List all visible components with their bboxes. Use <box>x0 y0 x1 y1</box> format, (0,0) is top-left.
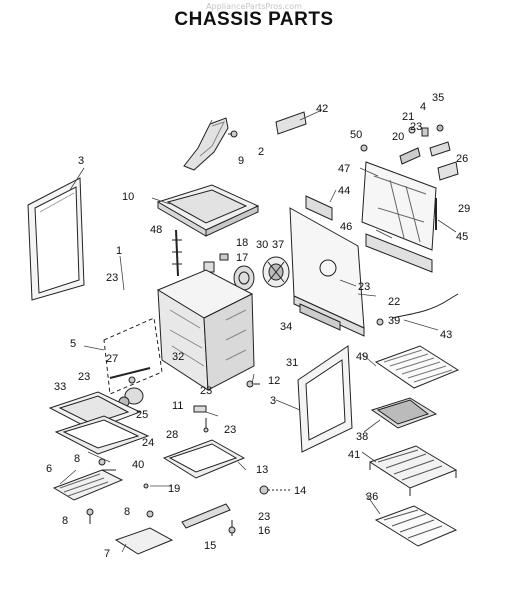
callout-41[interactable]: 41 <box>348 449 360 461</box>
broiler-rack-41[interactable] <box>368 445 458 496</box>
callout-14[interactable]: 14 <box>294 485 306 497</box>
roasting-rack-36[interactable] <box>374 505 458 547</box>
callout-50[interactable]: 50 <box>350 129 362 141</box>
page-title: CHASSIS PARTS <box>174 9 334 30</box>
callout-49-text[interactable]: 49 <box>356 351 368 363</box>
callout-48[interactable]: 48 <box>150 224 162 236</box>
broiler-tray[interactable] <box>162 439 246 479</box>
door-gasket-left[interactable] <box>27 177 85 301</box>
callout-31[interactable]: 31 <box>286 357 298 369</box>
callout-23-g[interactable]: 23 <box>358 281 370 293</box>
oven-rack-49[interactable] <box>374 345 460 389</box>
heat-shield[interactable] <box>114 510 174 555</box>
callout-8-c[interactable]: 8 <box>62 515 68 527</box>
callout-33[interactable]: 33 <box>54 381 66 393</box>
callout-45[interactable]: 45 <box>456 231 468 243</box>
callout-2[interactable]: 2 <box>258 146 264 158</box>
callout-42[interactable]: 42 <box>316 103 328 115</box>
callout-19[interactable]: 19 <box>168 483 180 495</box>
vent-duct[interactable] <box>183 117 229 171</box>
screw-2[interactable] <box>228 130 238 138</box>
callout-1[interactable]: 1 <box>116 245 122 257</box>
callout-13[interactable]: 13 <box>256 464 268 476</box>
insulation-strip[interactable] <box>172 229 182 277</box>
callout-39[interactable]: 39 <box>388 315 400 327</box>
callout-9[interactable]: 9 <box>238 155 244 167</box>
callout-3-left[interactable]: 3 <box>78 155 84 167</box>
callout-17[interactable]: 17 <box>236 252 248 264</box>
callout-12[interactable]: 12 <box>268 375 280 387</box>
callout-20[interactable]: 20 <box>392 131 404 143</box>
callout-36-text[interactable]: 36 <box>366 491 378 503</box>
callout-22[interactable]: 22 <box>388 296 400 308</box>
callout-43[interactable]: 43 <box>440 329 452 341</box>
callout-18[interactable]: 18 <box>236 237 248 249</box>
burner-tube[interactable] <box>109 367 151 384</box>
callout-10[interactable]: 10 <box>122 191 134 203</box>
callout-27[interactable]: 27 <box>106 353 118 365</box>
leader-lines <box>59 109 457 553</box>
callout-15-text[interactable]: 15 <box>204 540 216 552</box>
control-components[interactable] <box>360 124 459 230</box>
bake-element-cover[interactable] <box>48 391 142 431</box>
broil-element[interactable] <box>52 458 124 524</box>
callout-32[interactable]: 32 <box>172 351 184 363</box>
callout-4[interactable]: 4 <box>420 101 426 113</box>
callout-23-a[interactable]: 23 <box>106 272 118 284</box>
callout-37[interactable]: 37 <box>272 239 284 251</box>
lower-bracket[interactable] <box>181 503 236 536</box>
callout-5[interactable]: 5 <box>70 338 76 350</box>
callout-23-d[interactable]: 23 <box>224 424 236 436</box>
bracket-44[interactable] <box>305 195 333 221</box>
bracket-11[interactable] <box>193 405 209 433</box>
oven-cavity[interactable] <box>156 269 255 391</box>
callout-35[interactable]: 35 <box>432 92 444 104</box>
callout-34[interactable]: 34 <box>280 321 292 333</box>
callout-30[interactable]: 30 <box>256 239 268 251</box>
cover-plate[interactable] <box>275 111 307 135</box>
convection-fan[interactable] <box>233 256 290 291</box>
small-fasteners[interactable] <box>143 483 290 495</box>
oven-bottom-panel[interactable] <box>54 415 150 455</box>
callout-3-right[interactable]: 3 <box>270 395 276 407</box>
callout-23-f[interactable]: 23 <box>410 121 422 133</box>
callout-11[interactable]: 11 <box>172 400 183 412</box>
callout-44-text[interactable]: 44 <box>338 185 350 197</box>
callout-28[interactable]: 28 <box>166 429 178 441</box>
gas-supply-tube[interactable] <box>376 293 459 326</box>
watermark: AppliancePartsPros.com <box>206 2 302 11</box>
terminal-block[interactable] <box>203 253 229 273</box>
callout-29[interactable]: 29 <box>458 203 470 215</box>
callout-labels: 3 1 23 5 27 23 33 25 24 8 40 6 19 8 8 7 … <box>46 92 470 560</box>
callout-8-a[interactable]: 8 <box>74 453 80 465</box>
callout-23-e[interactable]: 23 <box>258 511 270 523</box>
front-frame-gasket[interactable] <box>103 317 163 395</box>
callout-26[interactable]: 26 <box>456 153 468 165</box>
callout-47[interactable]: 47 <box>338 163 350 175</box>
callout-46[interactable]: 46 <box>340 221 352 233</box>
callout-16[interactable]: 16 <box>258 525 270 537</box>
grease-filter[interactable] <box>370 397 438 429</box>
callout-38[interactable]: 38 <box>356 431 368 443</box>
door-gasket-right[interactable] <box>297 345 353 453</box>
callout-21[interactable]: 21 <box>402 111 414 123</box>
callout-7[interactable]: 7 <box>104 548 110 560</box>
callout-23-c[interactable]: 23 <box>200 385 212 397</box>
callout-23-b[interactable]: 23 <box>78 371 90 383</box>
screw-12[interactable] <box>246 380 260 388</box>
oven-top-panel[interactable] <box>156 184 260 237</box>
callout-40[interactable]: 40 <box>132 459 144 471</box>
callout-6[interactable]: 6 <box>46 463 52 475</box>
callout-25[interactable]: 25 <box>136 409 148 421</box>
callout-24[interactable]: 24 <box>142 437 154 449</box>
callout-8-b[interactable]: 8 <box>124 506 130 518</box>
heating-element-panel[interactable] <box>361 161 437 273</box>
rear-panel[interactable] <box>289 207 365 337</box>
